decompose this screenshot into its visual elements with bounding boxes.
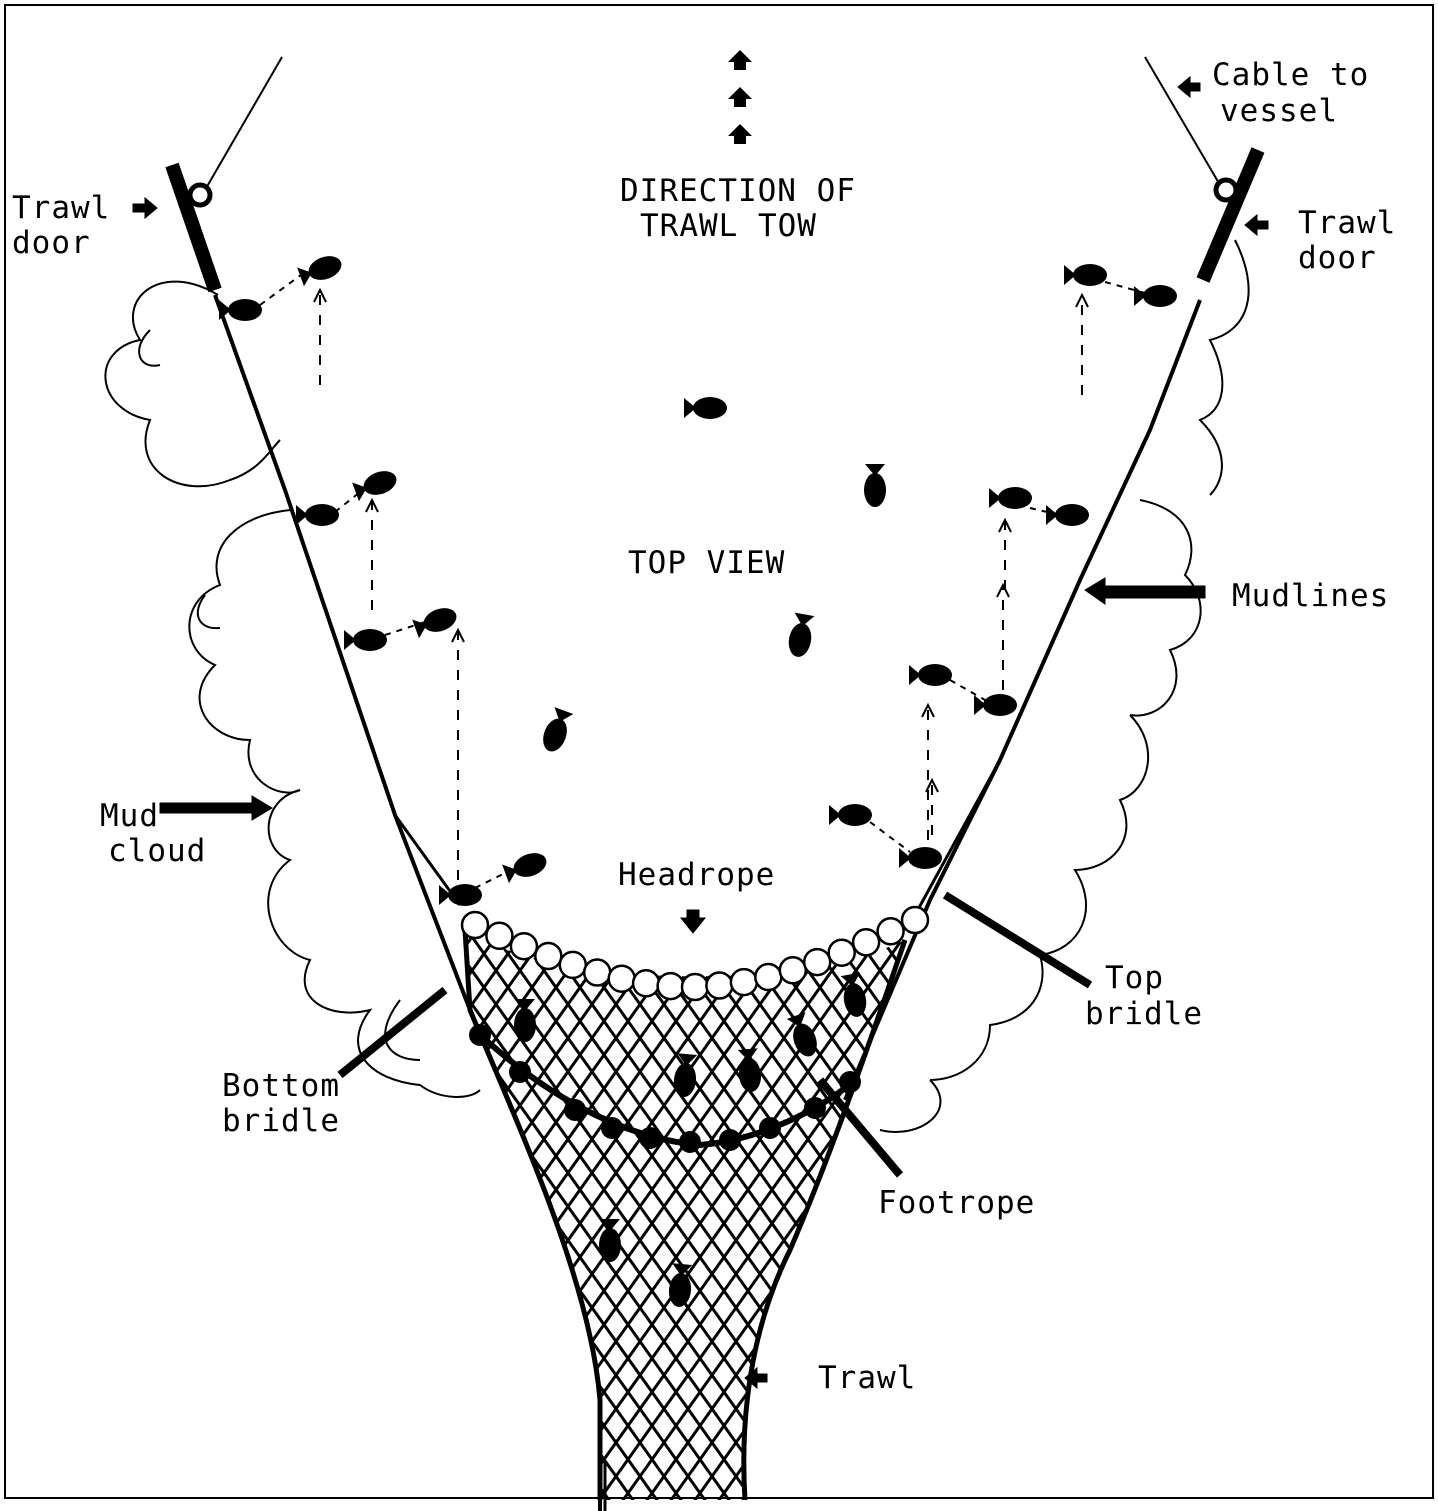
fish-icon (684, 397, 727, 419)
door-left-pointer-arrow (133, 198, 157, 218)
cable-pointer-arrow (1178, 77, 1200, 97)
top-bridle-pointer (945, 895, 1090, 985)
footrope-weight (759, 1117, 781, 1139)
top-bridle-label-line2: bridle (1085, 996, 1203, 1032)
mudlines-label: Mudlines (1232, 578, 1389, 614)
trawl-label: Trawl (818, 1360, 916, 1396)
door-left-label-line2: door (12, 225, 91, 261)
bottom-bridle-label-line1: Bottom (222, 1068, 340, 1104)
fish-icon (296, 504, 339, 526)
fish-icon (737, 1048, 763, 1093)
headrope-float (853, 929, 879, 955)
headrope-float (633, 970, 659, 996)
headrope-float (755, 964, 781, 990)
fish-icon (864, 464, 886, 507)
fish-icon (539, 707, 574, 755)
door-right-label-line2: door (1298, 240, 1377, 276)
escape-path (1030, 508, 1060, 515)
mud-cloud-pointer-arrow (160, 796, 272, 820)
footrope-weight (719, 1129, 741, 1151)
headrope-float (682, 974, 708, 1000)
cable-label-line2: vessel (1220, 93, 1338, 129)
trawl-net (0, 920, 1438, 1511)
top-bridle-label-line1: Top (1105, 960, 1164, 996)
headrope-float (706, 973, 732, 999)
mud-cloud-label-line2: cloud (108, 833, 206, 869)
fish-icon (502, 849, 550, 884)
headrope-pointer-arrow (681, 910, 705, 933)
door-right-pointer-arrow (1245, 215, 1268, 235)
headrope-float (535, 943, 561, 969)
fish-icon (989, 487, 1032, 509)
footrope-weight (679, 1131, 701, 1153)
mud-cloud-label-line1: Mud (100, 798, 159, 834)
fish-icon (840, 972, 869, 1018)
fish-icon (514, 999, 536, 1042)
direction-label-line1: DIRECTION OF (620, 173, 856, 209)
direction-arrows (728, 50, 752, 144)
escape-path (950, 680, 985, 700)
mudlines-pointer-arrow (1085, 578, 1205, 604)
headrope-float (878, 918, 904, 944)
headrope-float (902, 907, 928, 933)
headrope-float (486, 923, 512, 949)
footrope-weight (804, 1097, 826, 1119)
footrope-weight (469, 1024, 491, 1046)
headrope-float (609, 966, 635, 992)
fish-icon (1046, 504, 1089, 526)
escape-path (870, 822, 910, 852)
door-right-label-line1: Trawl (1298, 205, 1396, 241)
footrope-weight (839, 1071, 861, 1093)
fish-icon (673, 1053, 699, 1098)
footrope-pointer (820, 1080, 900, 1175)
headrope-label: Headrope (618, 857, 775, 893)
headrope-float (658, 973, 684, 999)
fish-icon (219, 299, 262, 321)
fish-icon (786, 1012, 821, 1060)
mud-cloud-left (105, 282, 480, 1097)
footrope-weight (639, 1127, 661, 1149)
fish-icon (829, 804, 872, 826)
fish-icon (344, 629, 387, 651)
cable-left (205, 57, 282, 190)
fish-icon (1134, 285, 1177, 307)
headrope-float (462, 912, 488, 938)
headrope-float (780, 957, 806, 983)
cable-right (1145, 57, 1220, 185)
headrope-float (560, 952, 586, 978)
fish-icon (412, 604, 460, 639)
fish-icon (297, 252, 345, 287)
bottom-bridle-pointer (340, 990, 445, 1075)
fish-icon (974, 694, 1017, 716)
footrope-weight (564, 1099, 586, 1121)
fish-icon (352, 467, 400, 502)
door-left-label-line1: Trawl (12, 190, 110, 226)
footrope-weight (601, 1117, 623, 1139)
fish-icon (1064, 264, 1107, 286)
headrope-float (511, 933, 537, 959)
bridle-left (215, 295, 470, 1010)
fish-icon (786, 612, 815, 658)
footrope-weight (509, 1061, 531, 1083)
headrope-float (804, 949, 830, 975)
headrope-float (731, 969, 757, 995)
fish-icon (909, 664, 952, 686)
bottom-bridle-label-line2: bridle (222, 1103, 340, 1139)
headrope-float (584, 960, 610, 986)
direction-label-line2: TRAWL TOW (640, 208, 817, 244)
fish-icon (899, 847, 942, 869)
cable-label-line1: Cable to (1212, 57, 1369, 93)
view-title: TOP VIEW (628, 545, 785, 581)
escape-path (260, 272, 305, 305)
headrope-float (829, 940, 855, 966)
footrope-label: Footrope (878, 1185, 1035, 1221)
